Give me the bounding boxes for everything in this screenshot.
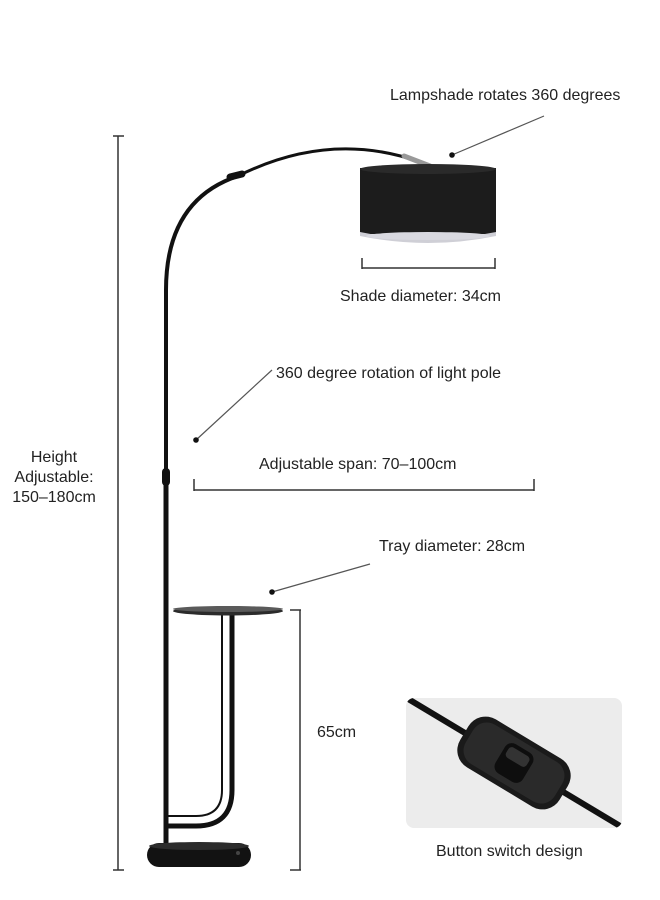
tray-diameter-label: Tray diameter: 28cm [379, 538, 526, 555]
side-tray [168, 606, 283, 829]
shade-diameter-bracket [361, 258, 496, 269]
switch-icon [407, 698, 622, 828]
height-label-line2: Adjustable: [14, 469, 94, 486]
tray-height-bracket [290, 609, 301, 871]
lamp-pole [162, 147, 422, 858]
height-label-line3: 150–180cm [12, 489, 96, 506]
lamp-base [147, 842, 251, 867]
height-label: Height Adjustable: 150–180cm [0, 448, 108, 508]
height-label-line1: Height [30, 449, 78, 466]
span-label: Adjustable span: 70–100cm [259, 456, 457, 473]
shade-leader-line [449, 115, 545, 158]
pole-rotation-label: 360 degree rotation of light pole [276, 365, 502, 382]
switch-photo [406, 698, 622, 828]
pole-leader-line [193, 369, 273, 443]
tray-leader-line [269, 563, 371, 595]
shade-diameter-label: Shade diameter: 34cm [340, 288, 501, 305]
span-bracket [193, 479, 535, 491]
tray-height-label: 65cm [317, 724, 357, 741]
lampshade [360, 164, 496, 243]
shade-rotation-label: Lampshade rotates 360 degrees [390, 87, 621, 104]
height-dimension-bracket [113, 135, 124, 871]
switch-caption: Button switch design [436, 843, 583, 860]
